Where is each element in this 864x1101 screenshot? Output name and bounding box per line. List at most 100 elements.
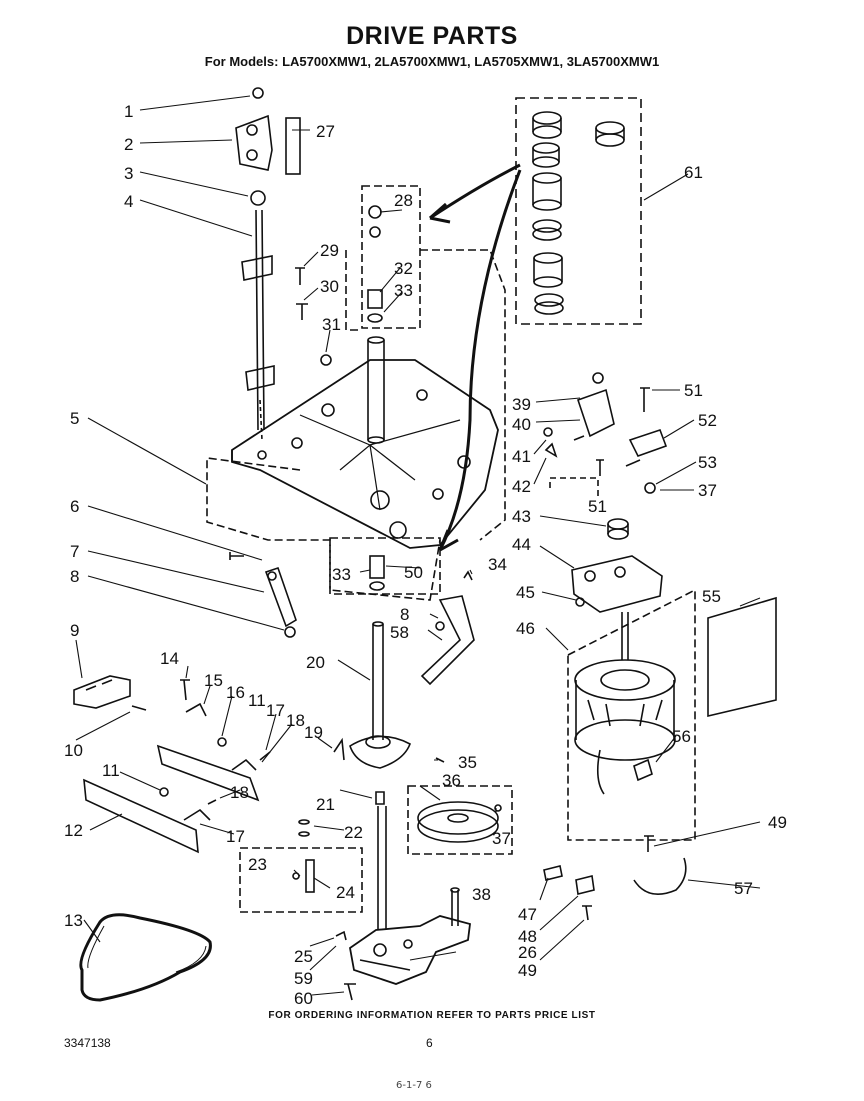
callout-25: 25 [294,947,313,966]
agitator-shaft-20 [372,624,384,740]
screw-51 [596,459,604,476]
callout-14: 14 [160,649,179,668]
callout-20: 20 [306,653,325,672]
callout-58: 58 [390,623,409,642]
callout-26: 26 [518,943,537,962]
callout-53: 53 [698,453,717,472]
bracket-bracket-line [549,477,599,500]
page-number: 6 [426,1036,433,1050]
bushing-lower-group-box [329,537,441,595]
gearcase-26 [349,887,471,985]
clip-23 [292,872,300,880]
motor-46 [574,612,676,795]
page-title: DRIVE PARTS [346,22,518,50]
lever-assembly [235,87,275,441]
callout-43: 43 [512,507,531,526]
document-number: 3347138 [64,1036,111,1050]
callout-51: 51 [684,381,703,400]
arrow-to-28 [429,163,521,220]
callout-60: 60 [294,989,313,1008]
part-25-59 [335,930,347,941]
pulley-group-box [407,785,513,855]
part-27-strip [285,117,301,175]
motor-bracket-44 [571,555,663,613]
callout-16: 16 [226,683,245,702]
callout-22: 22 [344,823,363,842]
callout-8: 8 [70,567,79,586]
callout-30: 30 [320,277,339,296]
callout-35: 35 [458,753,477,772]
nut-31 [320,354,332,366]
capacitor-47 [543,865,563,881]
callout-41: 41 [512,447,531,466]
grommet-43 [607,518,629,540]
callout-29: 29 [320,241,339,260]
callout-38: 38 [472,885,491,904]
mount-plate [231,359,499,549]
clip-35 [435,757,445,763]
arrowhead-28 [429,202,451,224]
callout-18: 18 [286,711,305,730]
callout-7: 7 [70,542,79,561]
callout-1: 1 [124,102,133,121]
screw-49-lower [582,905,592,921]
connector-56 [633,758,653,782]
callout-37b: 37 [698,481,717,500]
callout-15: 15 [204,671,223,690]
harness-57 [633,857,687,896]
callout-18b: 18 [230,783,249,802]
callout-33b: 33 [332,565,351,584]
callout-37: 37 [492,829,511,848]
callout-55: 55 [702,587,721,606]
callout-8b: 8 [400,605,409,624]
bushing-21 [375,791,385,805]
washer-28 [369,226,381,238]
screw-60 [344,983,356,1001]
brake-assembly-19 [333,735,411,769]
drive-shaft-lower [377,806,387,930]
plate-post-bottom [367,436,385,444]
bracket-39-40 [573,372,615,441]
bushing-50 [369,555,385,579]
bushing-group-box [361,185,421,329]
motor-group-box [567,588,696,841]
callout-61: 61 [684,163,703,182]
nut-53 [644,482,656,494]
lever-bracket-6-7 [229,552,297,638]
callout-46: 46 [516,619,535,638]
switch-block-9 [73,675,147,711]
callout-49: 49 [768,813,787,832]
callout-11b: 11 [248,691,266,710]
callout-31: 31 [322,315,341,334]
callout-24: 24 [336,883,355,902]
callout-40: 40 [512,415,531,434]
callout-49b: 49 [518,961,537,980]
ring-33 [367,313,383,323]
screw-29 [295,267,305,285]
pulley-36-37 [417,801,502,843]
callout-19: 19 [304,723,323,742]
bracket-52 [625,387,668,467]
callout-44: 44 [512,535,531,554]
lever-arm-16 [156,679,271,802]
callout-4: 4 [124,192,133,211]
callout-27: 27 [316,122,335,141]
models-subtitle: For Models: LA5700XMW1, 2LA5700XMW1, LA5… [204,54,660,69]
callout-48: 48 [518,927,537,946]
lever-arm-12 [83,778,217,854]
callout-2: 2 [124,135,133,154]
callout-42: 42 [512,477,531,496]
callout-17b: 17 [226,827,245,846]
ordering-note: FOR ORDERING INFORMATION REFER TO PARTS … [268,1010,596,1021]
clamp-48 [575,875,595,895]
callout-23: 23 [248,855,267,874]
callout-28: 28 [394,191,413,210]
clip-34 [463,570,473,581]
arrow-to-50 [438,169,522,551]
pin-group-box [239,847,363,913]
callout-13: 13 [64,911,83,930]
shaft-top [372,621,384,627]
pin-24 [305,859,315,893]
